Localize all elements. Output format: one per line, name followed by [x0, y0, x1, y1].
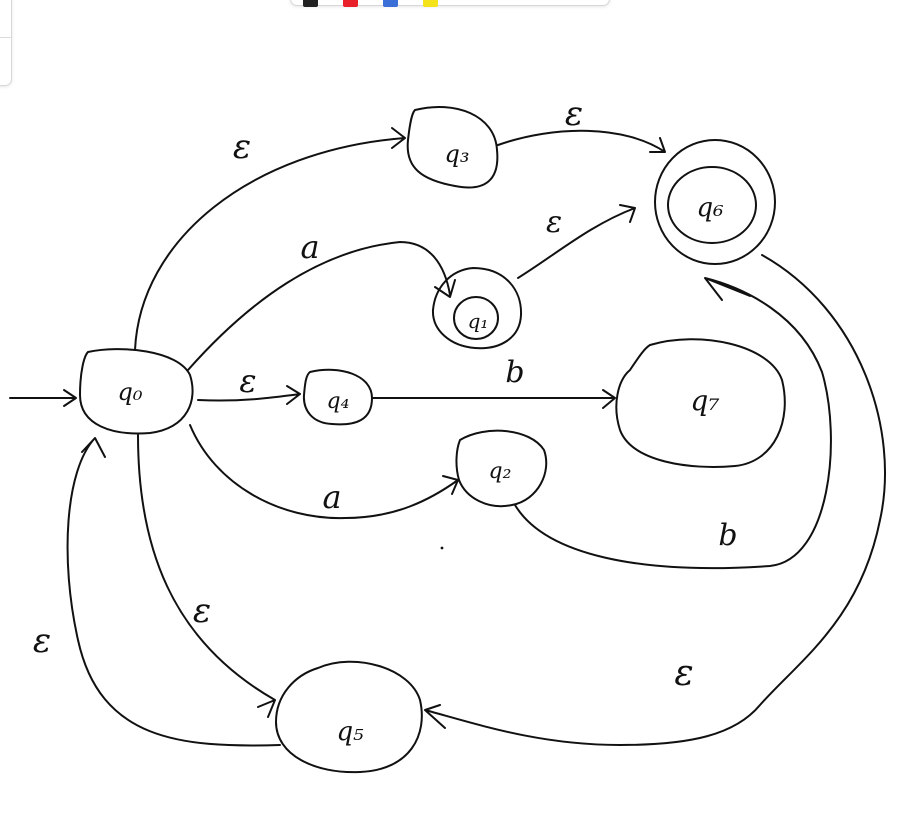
edge-q0-q3 [134, 127, 406, 351]
state-q1-label: q₁ [468, 309, 489, 333]
stray-ink-dot [440, 546, 444, 550]
side-panel-tab[interactable] [0, 0, 12, 86]
edge-q6-q5-label: ε [674, 653, 693, 694]
edge-q4-q7-label: b [505, 355, 524, 390]
red-pen-swatch[interactable] [343, 0, 358, 7]
yellow-pen-swatch[interactable] [423, 0, 438, 7]
edge-q0-q4 [197, 385, 301, 405]
state-q7-label: q₇ [690, 384, 719, 417]
edge-q4-q7 [371, 389, 616, 409]
edge-q0-q5 [137, 434, 276, 718]
edge-q0-q4-label: ε [239, 362, 256, 400]
state-q5-label: q₅ [336, 717, 364, 747]
edge-q0-q2-label: a [322, 478, 341, 516]
edge-q0-q1 [187, 241, 456, 371]
blue-pen-swatch[interactable] [383, 0, 398, 7]
edge-q1-q6-label: ε [546, 205, 562, 240]
edge-q0-q2 [189, 424, 459, 520]
state-q2-label: q₂ [489, 459, 512, 484]
edge-q0-q3-label: ε [233, 127, 251, 167]
state-q6-inner-circle [667, 166, 757, 244]
state-q5-circle [275, 660, 423, 774]
edge-q6-q5 [424, 254, 886, 746]
state-q3-label: q₃ [445, 140, 470, 168]
side-panel-divider [0, 37, 11, 38]
state-q0-label: q₀ [118, 378, 143, 406]
state-q1-outer-circle [431, 267, 523, 350]
edge-q3-q6-label: ε [565, 94, 583, 134]
edge-q3-q6 [497, 129, 666, 153]
edge-q5-q0 [66, 437, 281, 747]
edge-q0-q1-label: a [300, 228, 319, 266]
edge-q5-q0-label: ε [33, 621, 51, 661]
state-q2-circle [455, 429, 548, 508]
state-q7-circle [615, 338, 786, 468]
state-q3-circle [406, 105, 499, 189]
state-q0-circle [79, 348, 194, 435]
state-q6-label: q₆ [696, 193, 723, 223]
edge-q0-q5-label: ε [193, 591, 211, 631]
state-q1-inner-circle [453, 296, 499, 340]
state-q4-circle [302, 368, 373, 426]
edge-q2-q6-label: b [718, 518, 737, 553]
start-arrow [9, 389, 77, 407]
state-q4-label: q₄ [327, 389, 350, 414]
edge-q2-q6 [514, 277, 832, 570]
state-q6-outer-circle [654, 139, 776, 265]
black-pen-swatch[interactable] [303, 0, 318, 7]
edge-q1-q6 [517, 204, 636, 279]
